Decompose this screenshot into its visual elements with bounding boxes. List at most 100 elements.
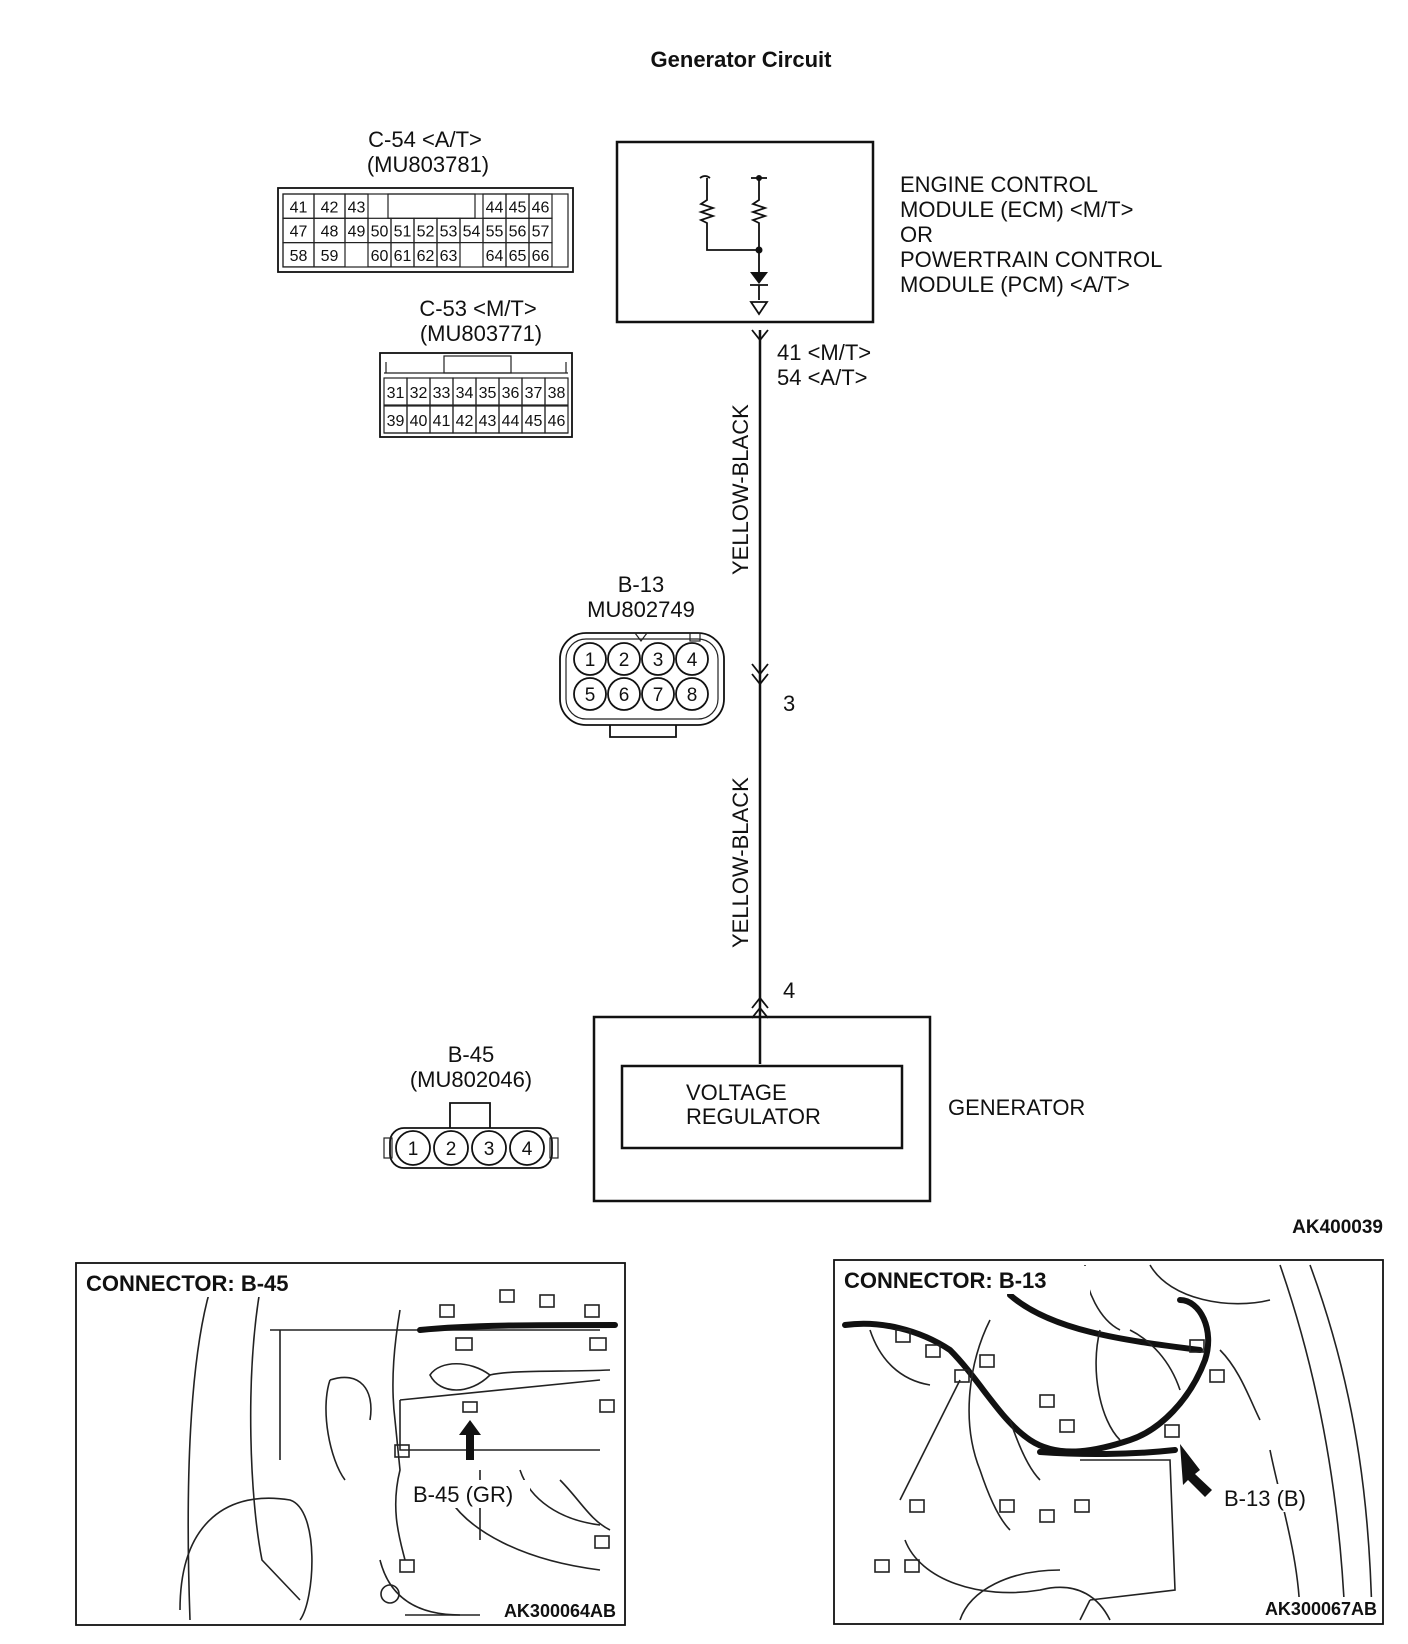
photo-b13-callout: B-13 (B) — [1224, 1486, 1306, 1511]
pin-circle — [509, 1130, 545, 1166]
pin-label: 35 — [479, 385, 497, 402]
pin-circle — [471, 1130, 507, 1166]
pin-label: 31 — [387, 385, 405, 402]
photo-b13-drawing — [842, 1264, 1373, 1621]
pin-label: 46 — [532, 199, 550, 216]
pin-circle — [607, 677, 641, 711]
pin-label: 39 — [387, 413, 405, 430]
ecm-label-line-1: ENGINE CONTROL — [900, 172, 1098, 197]
generator: VOLTAGE REGULATOR GENERATOR — [592, 1015, 1085, 1203]
connector-c54-part: (MU803781) — [367, 152, 489, 177]
pin-label: 47 — [290, 224, 308, 241]
pin-label: 3 — [484, 1139, 495, 1160]
pin-label: 64 — [486, 248, 504, 265]
photo-b45-callout: B-45 (GR) — [413, 1482, 513, 1507]
pin-label: 46 — [548, 413, 566, 430]
connector-b13-name: B-13 — [618, 572, 664, 597]
wire-color-upper: YELLOW-BLACK — [728, 404, 753, 575]
pin-label: 44 — [502, 413, 520, 430]
connector-c54-name: C-54 <A/T> — [368, 127, 482, 152]
pin-label: 66 — [532, 248, 550, 265]
pin-label: 34 — [456, 385, 474, 402]
photo-b45-code: AK300064AB — [504, 1601, 616, 1621]
ecm-label-line-5: MODULE (PCM) <A/T> — [900, 272, 1130, 297]
pin-circle — [573, 642, 607, 676]
pin-circle — [675, 642, 709, 676]
pin-label: 55 — [486, 224, 504, 241]
photo-b45-location: CONNECTOR: B-45 B-45 (GR) AK300064AB — [75, 1262, 626, 1626]
pin-label: 1 — [585, 650, 596, 671]
pin-label: 43 — [479, 413, 497, 430]
pin-label: 1 — [408, 1139, 419, 1160]
pin-label: 42 — [321, 199, 339, 216]
pin-label: 32 — [410, 385, 428, 402]
pin-label: 62 — [417, 248, 435, 265]
pin-label: 63 — [440, 248, 458, 265]
connector-c53-part: (MU803771) — [420, 321, 542, 346]
ecm-label-line-4: POWERTRAIN CONTROL — [900, 247, 1162, 272]
pin-label: 52 — [417, 224, 435, 241]
pin-label: 45 — [509, 199, 527, 216]
pin-cell-blank — [387, 193, 476, 219]
pin-label: 61 — [394, 248, 412, 265]
pin-cell — [436, 242, 461, 268]
pin-cell — [528, 242, 553, 268]
pin-label: 41 — [433, 413, 451, 430]
pin-label: 7 — [653, 685, 664, 706]
generator-label: GENERATOR — [948, 1095, 1085, 1120]
pin-label: 65 — [509, 248, 527, 265]
pin-circle — [573, 677, 607, 711]
photo-b13-code: AK300067AB — [1265, 1599, 1377, 1619]
pin-label: 5 — [585, 685, 596, 706]
connector-b13-part: MU802749 — [587, 597, 695, 622]
photo-b13-heading: CONNECTOR: B-13 — [844, 1268, 1047, 1293]
ecm-label-line-2: MODULE (ECM) <M/T> — [900, 197, 1133, 222]
pin-label: 43 — [348, 199, 366, 216]
connector-c53-name: C-53 <M/T> — [419, 296, 536, 321]
regulator-line-1: VOLTAGE — [686, 1080, 787, 1105]
pin-label: 51 — [394, 224, 412, 241]
ecm-pin-mt: 41 <M/T> — [777, 340, 871, 365]
regulator-line-2: REGULATOR — [686, 1104, 821, 1129]
pin-label: 60 — [371, 248, 389, 265]
ecm-pcm-module: ENGINE CONTROL MODULE (ECM) <M/T> OR POW… — [615, 140, 1162, 324]
pin-label: 42 — [456, 413, 474, 430]
pin-label: 4 — [687, 650, 698, 671]
pin-circle — [641, 642, 675, 676]
pin-label: 44 — [486, 199, 504, 216]
photo-b45-heading: CONNECTOR: B-45 — [86, 1271, 289, 1296]
wire-color-lower: YELLOW-BLACK — [728, 777, 753, 948]
pin-label: 36 — [502, 385, 520, 402]
pin-label: 56 — [509, 224, 527, 241]
pin-circle — [433, 1130, 469, 1166]
pin-label: 50 — [371, 224, 389, 241]
pin-label: 2 — [619, 650, 630, 671]
pin-label: 45 — [525, 413, 543, 430]
pin-label: 49 — [348, 224, 366, 241]
ecm-label-line-3: OR — [900, 222, 933, 247]
pin-label: 48 — [321, 224, 339, 241]
connector-b45-part: (MU802046) — [410, 1067, 532, 1092]
pin-label: 58 — [290, 248, 308, 265]
pin-label: 33 — [433, 385, 451, 402]
figure-code: AK400039 — [1292, 1217, 1383, 1238]
pin-cell — [544, 405, 569, 434]
pin-label: 41 — [290, 199, 308, 216]
voltage-regulator — [620, 1064, 904, 1150]
photo-b45-drawing — [179, 1289, 618, 1621]
connector-b45-name: B-45 — [448, 1042, 494, 1067]
pin-label: 8 — [687, 685, 698, 706]
signal-wire — [751, 329, 769, 1064]
pin-label: 40 — [410, 413, 428, 430]
pin-label: 57 — [532, 224, 550, 241]
pin-cell — [544, 377, 569, 406]
pin-circle — [395, 1130, 431, 1166]
pin-label: 53 — [440, 224, 458, 241]
pin-circle — [607, 642, 641, 676]
